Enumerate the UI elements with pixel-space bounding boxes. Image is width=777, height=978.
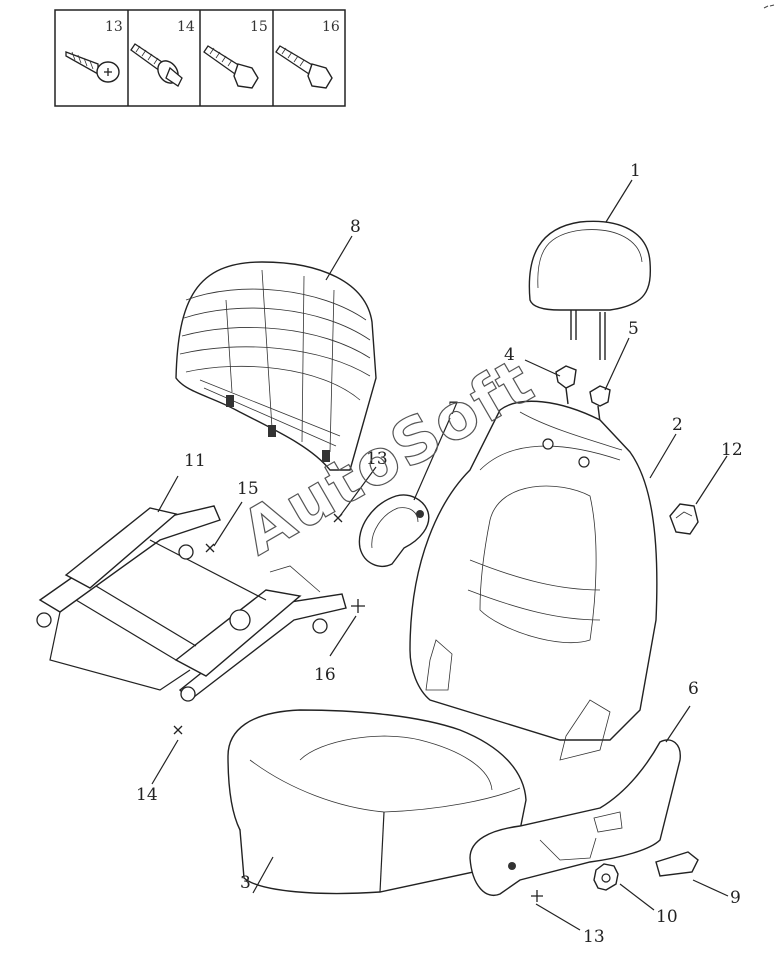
side-shield	[469, 739, 681, 897]
callout-12: 12	[721, 440, 743, 460]
seatback	[409, 400, 658, 761]
leader-lines	[151, 179, 729, 931]
hex-bolt-icon	[275, 45, 333, 89]
callout-13-trim: 13	[366, 449, 388, 469]
flange-bolt-icon	[130, 43, 183, 87]
knob	[593, 863, 619, 891]
seatback-frame	[175, 261, 377, 471]
recline-cover	[669, 503, 699, 535]
callout-5: 5	[628, 319, 639, 339]
callout-7: 7	[448, 399, 459, 419]
handle	[655, 851, 699, 877]
callout-4: 4	[504, 345, 515, 365]
legend-number-16: 16	[322, 19, 340, 35]
callout-15: 15	[237, 479, 259, 499]
callout-6: 6	[688, 679, 699, 699]
callout-1: 1	[630, 161, 641, 181]
callout-16: 16	[314, 665, 336, 685]
callout-9: 9	[730, 888, 741, 908]
callout-2: 2	[672, 415, 683, 435]
callout-14: 14	[136, 785, 158, 805]
callout-8: 8	[350, 217, 361, 237]
corner-mark	[763, 4, 775, 9]
headrest-guide-left	[555, 365, 577, 405]
seat-cushion	[227, 709, 527, 895]
callout-13-shield: 13	[583, 927, 605, 947]
callout-11: 11	[184, 451, 206, 471]
legend-number-14: 14	[177, 19, 195, 35]
fastener-markers	[173, 513, 543, 902]
callout-10: 10	[656, 907, 678, 927]
headrest	[528, 220, 652, 360]
seat-track	[36, 505, 347, 702]
seatback-panel-trim	[358, 494, 430, 567]
headrest-guide-right	[589, 385, 611, 423]
callout-3: 3	[240, 873, 251, 893]
callout-labels: 1 2 3 4 5 6 7 8 9 10 11 12 13 13 14 15 1…	[136, 161, 743, 947]
legend-number-15: 15	[250, 19, 268, 35]
hex-bolt-icon	[203, 45, 259, 89]
tapping-screw-icon	[65, 51, 120, 83]
legend-number-13: 13	[105, 19, 123, 35]
hardware-legend: 13 14 15 16	[54, 9, 346, 107]
